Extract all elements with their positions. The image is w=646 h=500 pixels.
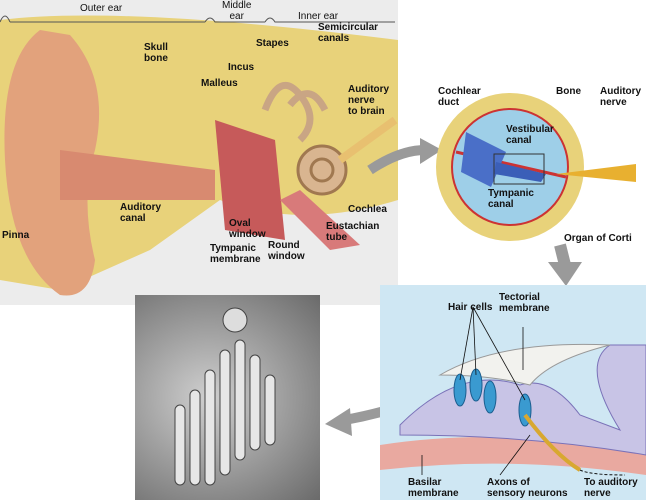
skull-bone-label: Skull bone <box>144 42 168 64</box>
stereocilia-bundle <box>174 307 276 486</box>
oval-window-label: Oval window <box>229 218 266 240</box>
auditory-nerve-shape <box>337 116 398 164</box>
axons-shape <box>523 413 582 472</box>
organ-of-corti-shape <box>494 162 546 182</box>
auditory-canal-label: Auditory canal <box>120 202 162 224</box>
incus-label: Incus <box>228 62 255 73</box>
axons-label: Axons of sensory neurons <box>487 477 568 499</box>
semicircular-canals-label: Semicircular canals <box>318 22 379 44</box>
auditory-nerve-label: Auditory nerve <box>600 86 642 108</box>
region-brackets <box>0 15 395 23</box>
malleus-label: Malleus <box>201 78 238 89</box>
eustachian-tube-label: Eustachian tube <box>326 221 380 243</box>
ear-anatomy-panel: Outer ear Middle ear Inner ear Skull bon… <box>0 0 398 305</box>
arrow-cochlea-to-corti <box>554 243 571 267</box>
basilar-membrane-shape <box>380 437 646 475</box>
basilar-membrane-label: Basilar membrane <box>408 477 459 499</box>
organ-of-corti-label: Organ of Corti <box>564 233 632 244</box>
cochlea-label: Cochlea <box>348 204 387 215</box>
eustachian-tube-shape <box>280 190 360 250</box>
inner-ear-label: Inner ear <box>298 11 339 22</box>
cochlea-cross-section-panel: Cochlear duct Bone Auditory nerve Vestib… <box>436 82 646 247</box>
hair-cell-micrograph <box>135 295 320 500</box>
tectorial-membrane-shape <box>438 343 611 386</box>
auditory-nerve-brain-label: Auditory nerve to brain <box>348 84 390 117</box>
stapes-label: Stapes <box>256 38 289 49</box>
hair-cells-label: Hair cells <box>448 302 493 313</box>
middle-ear-cavity <box>215 120 285 240</box>
pinna-label: Pinna <box>2 230 30 241</box>
round-window-label: Round window <box>268 240 305 262</box>
cochlea-illustration <box>436 93 636 241</box>
tympanic-canal-label: Tympanic canal <box>488 188 534 210</box>
auditory-nerve-bundle <box>556 164 636 182</box>
to-auditory-nerve-label: To auditory nerve <box>584 477 638 499</box>
outer-ear-label: Outer ear <box>80 3 123 14</box>
cochlear-duct-label: Cochlear duct <box>438 86 481 108</box>
tympanic-membrane-label: Tympanic membrane <box>210 243 261 265</box>
auditory-canal-shape <box>60 150 215 200</box>
skull-bone-shape <box>0 15 398 290</box>
cochlea-shape <box>296 144 348 196</box>
bone-label: Bone <box>556 86 581 97</box>
vestibular-canal-label: Vestibular canal <box>506 124 554 146</box>
organ-of-corti-panel: Hair cells Tectorial membrane Basilar me… <box>380 285 646 500</box>
ear-illustration <box>0 15 398 296</box>
middle-ear-label: Middle ear <box>222 0 252 22</box>
pinna-shape <box>4 30 100 296</box>
tectorial-membrane-label: Tectorial membrane <box>499 292 550 314</box>
organ-of-corti-illustration <box>380 306 646 476</box>
